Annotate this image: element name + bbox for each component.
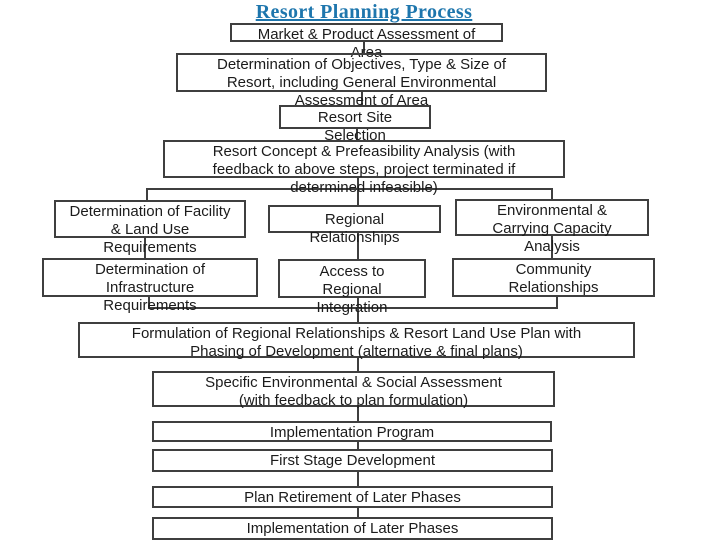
node-implementation-later-phases: Implementation of Later Phases — [152, 517, 553, 540]
node-specific-environmental-social-assessment: Specific Environmental & Social Assessme… — [152, 371, 555, 409]
node-label: Determination of Facility & Land Use Req… — [69, 203, 231, 256]
node-label: Market & Product Assessment of Area — [257, 26, 476, 61]
node-resort-concept-prefeasibility: Resort Concept & Prefeasibility Analysis… — [163, 140, 565, 196]
node-label: Resort Concept & Prefeasibility Analysis… — [212, 143, 516, 196]
node-label: Specific Environmental & Social Assessme… — [205, 374, 502, 409]
node-infrastructure-requirements: Determination of Infrastructure Requirem… — [42, 258, 258, 314]
node-objectives-type-size: Determination of Objectives, Type & Size… — [176, 53, 547, 109]
node-label: Plan Retirement of Later Phases — [244, 489, 461, 506]
node-implementation-program: Implementation Program — [152, 421, 552, 442]
node-label: Community Relationships — [508, 261, 599, 296]
node-label: Determination of Objectives, Type & Size… — [216, 56, 507, 109]
node-regional-relationships: Regional Relationships — [268, 205, 441, 246]
node-community-relationships: Community Relationships — [452, 258, 655, 297]
node-resort-site-selection: Resort Site Selection — [279, 105, 431, 144]
node-formulation-land-use-plan: Formulation of Regional Relationships & … — [78, 322, 635, 360]
node-first-stage-development: First Stage Development — [152, 449, 553, 472]
node-access-regional-integration: Access to Regional Integration — [278, 259, 426, 316]
node-plan-retirement-later-phases: Plan Retirement of Later Phases — [152, 486, 553, 508]
node-label: Implementation Program — [269, 424, 435, 441]
node-label: Formulation of Regional Relationships & … — [131, 325, 582, 360]
node-market-product-assessment: Market & Product Assessment of Area — [230, 23, 503, 61]
node-label: Resort Site Selection — [317, 109, 393, 144]
node-facility-land-use-requirements: Determination of Facility & Land Use Req… — [54, 200, 246, 256]
node-label: Access to Regional Integration — [316, 263, 388, 316]
node-label: Determination of Infrastructure Requirem… — [94, 261, 206, 314]
node-label: Implementation of Later Phases — [246, 520, 459, 537]
node-label: Environmental & Carrying Capacity Analys… — [492, 202, 612, 255]
diagram-title: Resort Planning Process — [255, 1, 473, 23]
node-environmental-carrying-capacity: Environmental & Carrying Capacity Analys… — [455, 199, 649, 255]
node-label: First Stage Development — [269, 452, 436, 469]
node-label: Regional Relationships — [309, 211, 400, 246]
